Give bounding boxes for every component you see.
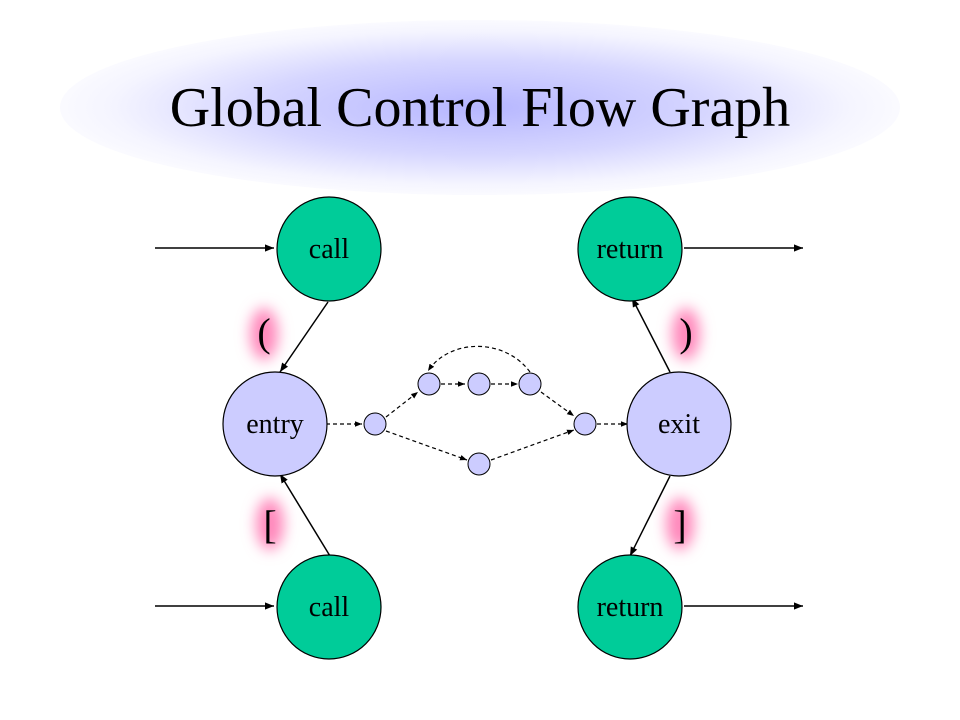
node-entry-label: entry xyxy=(246,409,304,440)
edge-loop-back xyxy=(427,345,531,373)
node-return-bottom-label: return xyxy=(597,592,664,623)
edge-n1-n2 xyxy=(385,391,419,418)
open-paren-label: ( xyxy=(257,310,270,355)
small-node-6 xyxy=(573,412,597,436)
close-paren-glow xyxy=(672,308,700,360)
small-node-3 xyxy=(467,372,491,396)
node-return-top: return xyxy=(577,196,683,302)
small-node-2 xyxy=(417,372,441,396)
edge-exit-return-top xyxy=(631,297,671,373)
page-title: Global Control Flow Graph xyxy=(169,77,791,139)
edge-call-top-entry xyxy=(279,301,329,373)
node-return-bottom: return xyxy=(577,554,683,660)
node-call-bottom: call xyxy=(276,554,382,660)
node-call-top-label: call xyxy=(309,234,350,265)
node-entry: entry xyxy=(222,371,328,477)
node-exit-label: exit xyxy=(658,409,700,440)
node-exit: exit xyxy=(626,371,732,477)
edge-n1-n5 xyxy=(385,430,468,461)
small-node-4 xyxy=(518,372,542,396)
node-return-top-label: return xyxy=(597,234,664,265)
title-glow xyxy=(60,20,900,195)
edge-call-bottom-entry xyxy=(279,473,331,557)
open-square-glow xyxy=(256,498,284,550)
close-square-label: ] xyxy=(673,502,686,547)
edge-n4-n6 xyxy=(540,391,575,417)
edge-n5-n6 xyxy=(490,429,575,461)
small-node-5 xyxy=(467,452,491,476)
edge-exit-return-bottom xyxy=(629,475,671,557)
small-node-1 xyxy=(363,412,387,436)
close-paren-label: ) xyxy=(679,310,692,355)
open-square-label: [ xyxy=(263,502,276,547)
close-square-glow xyxy=(666,498,694,550)
node-call-bottom-label: call xyxy=(309,592,350,623)
open-paren-glow xyxy=(250,308,278,360)
node-call-top: call xyxy=(276,196,382,302)
